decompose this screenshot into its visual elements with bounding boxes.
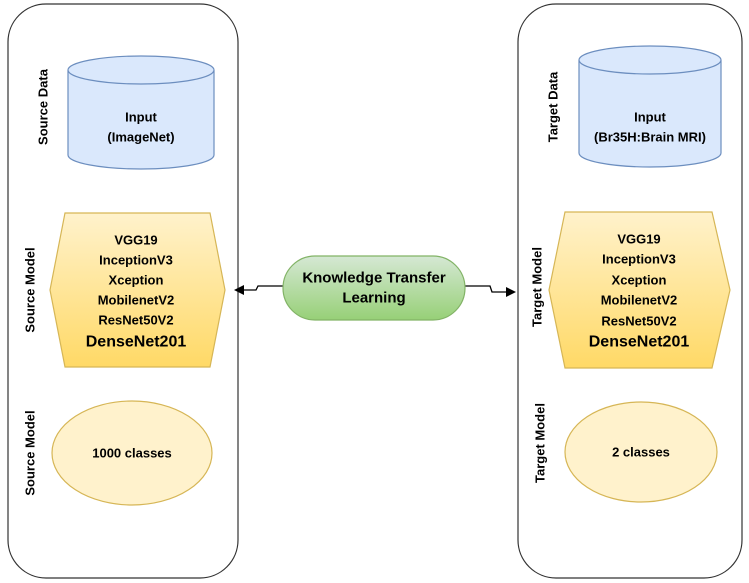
source-output-classes: 1000 classes: [92, 446, 172, 461]
target-input-dataset: (Br35H:Brain MRI): [594, 130, 706, 145]
target-model-item: MobilenetV2: [601, 293, 678, 308]
target-input-title: Input: [634, 110, 666, 125]
arrow-to-source-head: [234, 285, 244, 295]
target-input-cylinder: Input (Br35H:Brain MRI): [578, 45, 722, 168]
source-model-item: ResNet50V2: [98, 313, 173, 328]
source-model-hexagon: VGG19 InceptionV3 Xception MobilenetV2 R…: [49, 212, 226, 368]
source-model-item: MobilenetV2: [98, 293, 175, 308]
target-model-item: DenseNet201: [589, 334, 690, 351]
source-panel: Source Data Input (ImageNet) Source Mode…: [7, 3, 239, 579]
source-model-item: DenseNet201: [86, 334, 187, 351]
source-input-title: Input: [125, 110, 157, 125]
arrow-to-target: [465, 285, 508, 293]
source-model-item: VGG19: [114, 233, 157, 248]
arrow-to-target-head: [506, 287, 516, 297]
target-model-item: Xception: [612, 273, 667, 288]
target-data-label: Target Data: [546, 71, 561, 142]
source-input-cylinder: Input (ImageNet): [67, 55, 215, 170]
target-output-model-label: Target Model: [533, 403, 548, 483]
source-output-ellipse: 1000 classes: [51, 400, 213, 506]
knowledge-transfer-subtitle: Learning: [342, 290, 405, 307]
target-model-label: Target Model: [530, 247, 545, 327]
target-model-item: VGG19: [617, 232, 660, 247]
target-panel: Target Data Input (Br35H:Brain MRI) Targ…: [517, 3, 743, 579]
target-model-item: ResNet50V2: [601, 314, 676, 329]
source-input-dataset: (ImageNet): [107, 130, 174, 145]
target-output-classes: 2 classes: [612, 445, 670, 460]
source-data-label: Source Data: [36, 68, 51, 145]
arrow-to-source: [240, 285, 283, 291]
knowledge-transfer-box: [282, 255, 466, 321]
knowledge-transfer-node: Knowledge Transfer Learning: [234, 255, 516, 321]
source-model-item: Xception: [109, 273, 164, 288]
target-model-item: InceptionV3: [602, 252, 676, 267]
source-model-label: Source Model: [23, 247, 38, 332]
source-model-item: InceptionV3: [99, 253, 173, 268]
target-output-ellipse: 2 classes: [564, 401, 718, 503]
knowledge-transfer-title: Knowledge Transfer: [302, 270, 446, 287]
target-model-hexagon: VGG19 InceptionV3 Xception MobilenetV2 R…: [548, 211, 731, 369]
source-output-model-label: Source Model: [23, 410, 38, 495]
